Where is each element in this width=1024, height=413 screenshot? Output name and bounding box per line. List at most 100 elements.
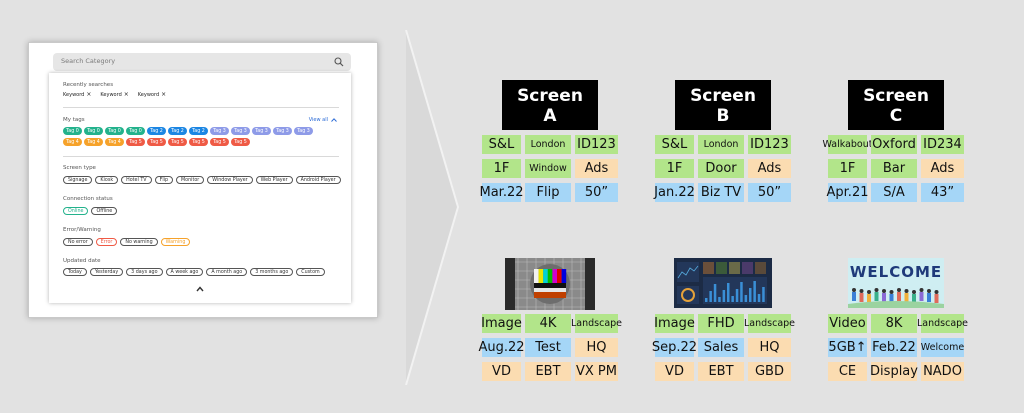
info-tile: NADO — [921, 362, 964, 381]
screen-label-line1: Screen — [863, 86, 929, 106]
filter-chip[interactable]: Android Player — [295, 176, 341, 184]
tag-chip[interactable]: Tag 4 — [63, 138, 82, 146]
info-tile: HQ — [575, 338, 618, 357]
info-tile: 4K — [525, 314, 571, 333]
recent-keyword[interactable]: Keyword× — [63, 91, 91, 98]
tag-chip[interactable]: Tag 2 — [147, 127, 166, 135]
filter-chip[interactable]: 3 days ago — [126, 268, 163, 276]
search-placeholder: Search Category — [61, 57, 116, 65]
dashboard-image — [674, 258, 772, 308]
info-tile: CE — [828, 362, 867, 381]
info-tile: Test — [525, 338, 571, 357]
info-tile: Flip — [525, 183, 571, 202]
tag-chip[interactable]: Tag 5 — [147, 138, 166, 146]
search-input[interactable]: Search Category — [53, 53, 351, 71]
info-tile: Oxford — [871, 135, 917, 154]
info-tile: S&L — [655, 135, 694, 154]
filter-chip[interactable]: Yesterday — [89, 268, 124, 276]
info-tile: Apr.21 — [826, 183, 869, 202]
chevron-up-icon[interactable] — [331, 118, 337, 122]
collapse-caret-icon[interactable] — [196, 286, 204, 292]
screen-label-line2: C — [889, 106, 903, 126]
divider — [63, 107, 339, 108]
tag-chip[interactable]: Tag 4 — [84, 138, 103, 146]
info-tile: Ads — [748, 159, 791, 178]
screen-label-line1: Screen — [517, 86, 583, 106]
filter-chip[interactable]: Custom — [296, 268, 325, 276]
filter-chip[interactable]: No warning — [120, 238, 158, 246]
filter-chip[interactable]: 3 months ago — [250, 268, 294, 276]
tag-chip[interactable]: Tag 4 — [105, 138, 124, 146]
view-all-label[interactable]: View all — [308, 117, 328, 123]
tag-chip[interactable]: Tag 2 — [189, 127, 208, 135]
filter-chip[interactable]: Monitor — [176, 176, 205, 184]
info-tile: Mar.22 — [479, 183, 524, 202]
info-tile: Welcome — [921, 338, 964, 357]
tag-chip[interactable]: Tag 2 — [168, 127, 187, 135]
keyword-label: Keyword — [63, 91, 85, 98]
filter-chip[interactable]: Offline — [91, 207, 118, 215]
info-tile: Door — [698, 159, 744, 178]
tag-chip[interactable]: Tag 3 — [252, 127, 271, 135]
filter-chip[interactable]: A month ago — [206, 268, 248, 276]
info-tile: Jan.22 — [654, 183, 695, 202]
info-tile: FHD — [698, 314, 744, 333]
welcome-thumb-text: WELCOME — [849, 263, 943, 281]
info-tile: London — [698, 135, 744, 154]
my-tags-title: My tags — [63, 117, 85, 123]
tag-chip[interactable]: Tag 5 — [168, 138, 187, 146]
filter-chip[interactable]: Error — [95, 238, 118, 246]
tag-chip[interactable]: Tag 3 — [294, 127, 313, 135]
info-tile: VX PM — [575, 362, 618, 381]
recent-keywords: Keyword×Keyword×Keyword× — [63, 91, 172, 98]
tag-chip[interactable]: Tag 5 — [210, 138, 229, 146]
info-tile: ID123 — [575, 135, 618, 154]
tag-chip[interactable]: Tag 0 — [84, 127, 103, 135]
tag-chip[interactable]: Tag 0 — [126, 127, 145, 135]
info-tile: Walkabout — [823, 135, 873, 154]
filter-chip[interactable]: Online — [63, 207, 89, 215]
tag-chip[interactable]: Tag 5 — [189, 138, 208, 146]
filter-chip[interactable]: Web Player — [255, 176, 293, 184]
close-icon[interactable]: × — [86, 91, 92, 98]
tag-chip[interactable]: Tag 0 — [105, 127, 124, 135]
screen-label-line1: Screen — [690, 86, 756, 106]
tag-chip[interactable]: Tag 3 — [273, 127, 292, 135]
keyword-label: Keyword — [100, 91, 122, 98]
tag-chip[interactable]: Tag 5 — [126, 138, 145, 146]
recent-keyword[interactable]: Keyword× — [100, 91, 128, 98]
filter-chip[interactable]: Signage — [63, 176, 93, 184]
info-tile: EBT — [698, 362, 744, 381]
filter-chip[interactable]: A week ago — [165, 268, 204, 276]
filter-dropdown: Recently searches Keyword×Keyword×Keywor… — [49, 73, 351, 303]
info-tile: 50” — [575, 183, 618, 202]
info-tile: ID123 — [748, 135, 791, 154]
filter-chip[interactable]: Flip — [154, 176, 174, 184]
info-tile: Ads — [921, 159, 964, 178]
filter-chip[interactable]: Hotel TV — [121, 176, 152, 184]
info-tile: 5GB↑ — [828, 338, 867, 357]
search-icon[interactable] — [334, 57, 344, 67]
tag-chip[interactable]: Tag 0 — [63, 127, 82, 135]
filter-chip[interactable]: Today — [63, 268, 87, 276]
close-icon[interactable]: × — [161, 91, 167, 98]
info-tile: 8K — [871, 314, 917, 333]
recent-keyword[interactable]: Keyword× — [138, 91, 166, 98]
info-tile: Sep.22 — [651, 338, 698, 357]
filter-chip[interactable]: No error — [63, 238, 93, 246]
filter-chip[interactable]: Window Player — [207, 176, 253, 184]
info-tile: Display — [870, 362, 918, 381]
view-all-link[interactable]: View all — [309, 117, 337, 123]
updated-date-title: Updated date — [63, 258, 101, 264]
info-tile: Bar — [871, 159, 917, 178]
filter-chip[interactable]: Warning — [160, 238, 191, 246]
close-icon[interactable]: × — [123, 91, 129, 98]
tag-chip[interactable]: Tag 3 — [231, 127, 250, 135]
tag-chip[interactable]: Tag 3 — [210, 127, 229, 135]
filter-chip[interactable]: Kiosk — [95, 176, 119, 184]
filter-panel-window: Search Category Recently searches Keywor… — [28, 42, 378, 318]
info-tile: Landscape — [744, 314, 795, 333]
tag-chip[interactable]: Tag 5 — [231, 138, 250, 146]
